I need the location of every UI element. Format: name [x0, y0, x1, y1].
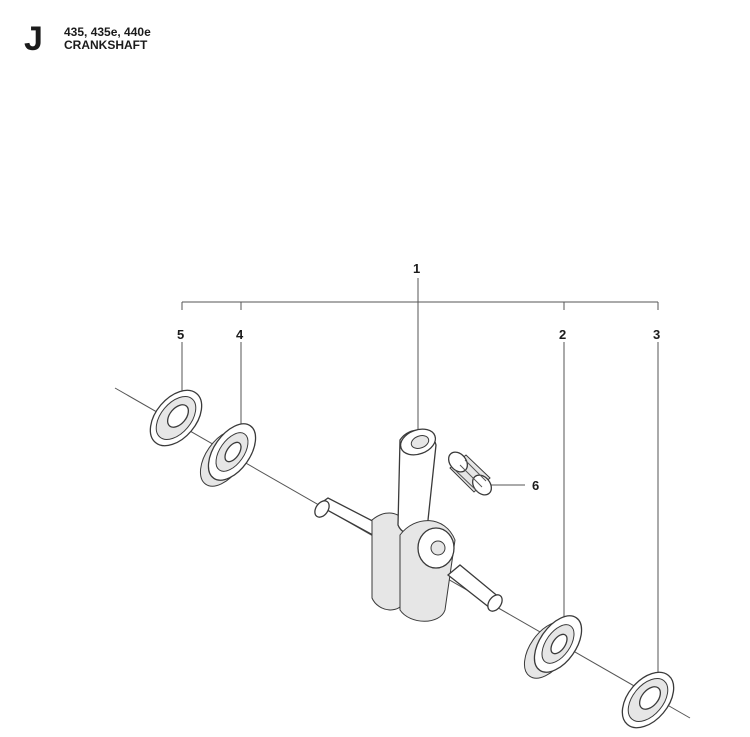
- seal-ring-clutch-side[interactable]: [612, 663, 684, 737]
- callout-5: 5: [177, 327, 184, 342]
- callout-bracket: [181, 278, 659, 310]
- callout-2: 2: [559, 327, 566, 342]
- callout-1: 1: [413, 261, 420, 276]
- crankshaft-assembly[interactable]: [312, 425, 505, 622]
- callout-6: 6: [532, 478, 539, 493]
- needle-bearing[interactable]: [445, 448, 495, 498]
- ball-bearing-flywheel-side[interactable]: [191, 415, 265, 494]
- callout-3: 3: [653, 327, 660, 342]
- model-list: 435, 435e, 440e: [64, 25, 151, 39]
- section-letter: J: [24, 20, 43, 58]
- diagram-title: CRANKSHAFT: [64, 38, 148, 52]
- ball-bearing-clutch-side[interactable]: [515, 607, 591, 686]
- seal-ring-flywheel-side[interactable]: [140, 381, 212, 456]
- callout-4: 4: [236, 327, 244, 342]
